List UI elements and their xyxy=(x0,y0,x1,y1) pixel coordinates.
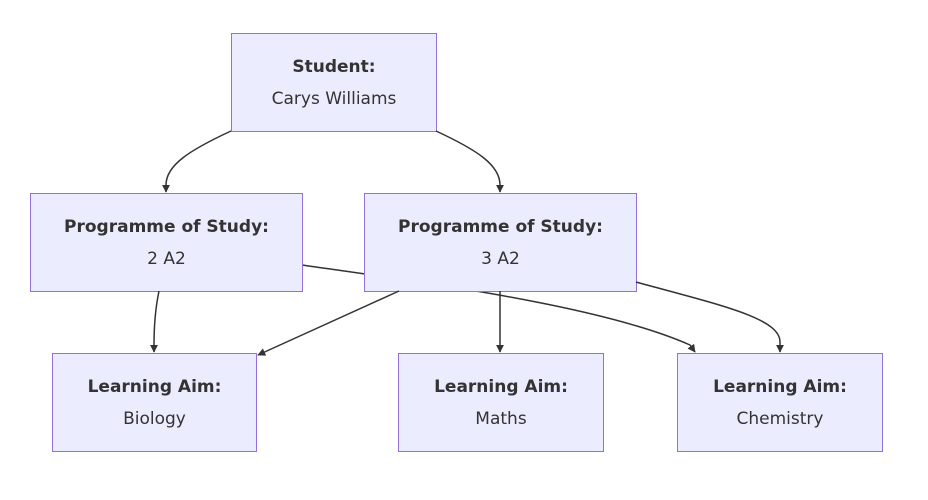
node-aim-maths[interactable]: Learning Aim: Maths xyxy=(398,353,604,452)
node-pos3-title: Programme of Study: xyxy=(398,216,603,237)
node-chem-title: Learning Aim: xyxy=(713,376,847,397)
node-pos3-value: 3 A2 xyxy=(481,248,520,269)
node-maths-title: Learning Aim: xyxy=(434,376,568,397)
node-student-value: Carys Williams xyxy=(271,88,397,109)
node-student-title: Student: xyxy=(292,56,376,77)
node-student[interactable]: Student: Carys Williams xyxy=(231,33,437,132)
node-pos2-value: 2 A2 xyxy=(147,248,186,269)
node-bio-value: Biology xyxy=(123,408,186,429)
node-pos2-title: Programme of Study: xyxy=(64,216,269,237)
node-chem-value: Chemistry xyxy=(736,408,824,429)
node-programme-3a2[interactable]: Programme of Study: 3 A2 xyxy=(364,193,637,292)
node-programme-2a2[interactable]: Programme of Study: 2 A2 xyxy=(30,193,303,292)
node-aim-chemistry[interactable]: Learning Aim: Chemistry xyxy=(677,353,883,452)
node-maths-value: Maths xyxy=(475,408,527,429)
node-aim-biology[interactable]: Learning Aim: Biology xyxy=(52,353,257,452)
node-bio-title: Learning Aim: xyxy=(87,376,222,397)
